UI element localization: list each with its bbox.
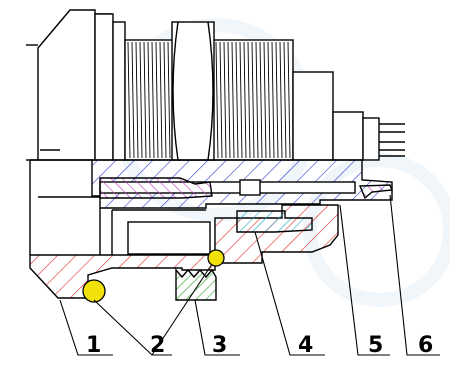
front-flange [37, 9, 96, 161]
o-ring-rear [207, 249, 225, 267]
thread-line [271, 41, 275, 159]
thread-line [279, 41, 283, 159]
thread-line [159, 41, 163, 159]
thread-line [151, 41, 155, 159]
thread-line [251, 41, 255, 159]
thread-line [239, 41, 243, 159]
thread-line [127, 41, 131, 159]
callout-label: 5 [368, 333, 383, 358]
callout-label: 1 [86, 333, 101, 358]
thread-line [147, 41, 151, 159]
washer-section [175, 268, 217, 301]
coupling-nut [171, 21, 215, 161]
callout-labels: 1 2 3 4 5 6 [86, 333, 433, 358]
thread-line [275, 41, 279, 159]
callout-label: 6 [418, 333, 433, 358]
retention-clip [358, 184, 393, 200]
thread-line [247, 41, 251, 159]
thread-line [243, 41, 247, 159]
thread-line [283, 41, 287, 159]
thread-line [259, 41, 263, 159]
thread-line [135, 41, 139, 159]
section-view [29, 159, 393, 301]
contact-pin [99, 179, 356, 196]
o-ring-seals [82, 249, 225, 303]
thread-line [235, 41, 239, 159]
thread-line [263, 41, 267, 159]
thread-line [227, 41, 231, 159]
thread-line [267, 41, 271, 159]
thread-line [287, 41, 291, 159]
leader-lines [59, 194, 440, 356]
thread-line [131, 41, 135, 159]
thread-lines [127, 41, 291, 159]
callout-label: 3 [212, 333, 227, 358]
thread-line [143, 41, 147, 159]
thread-line [219, 41, 223, 159]
thread-line [215, 41, 219, 159]
thread-line [163, 41, 167, 159]
o-ring-front [82, 279, 106, 303]
thread-line [155, 41, 159, 159]
thread-line [167, 41, 171, 159]
thread-line [255, 41, 259, 159]
callout-label: 4 [298, 333, 313, 358]
collar [94, 13, 114, 161]
thread-line [231, 41, 235, 159]
socket-section [99, 177, 213, 199]
retainer-section [236, 210, 313, 233]
callout-label: 2 [150, 333, 165, 358]
thread-line [223, 41, 227, 159]
exterior-upper-view [26, 9, 405, 161]
thread-line [139, 41, 143, 159]
